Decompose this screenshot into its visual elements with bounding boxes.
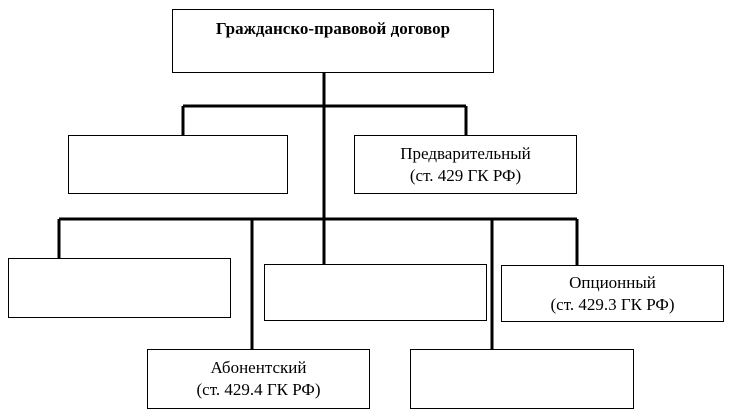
node-label-line1: Абонентский [210, 358, 307, 377]
root-node: Гражданско-правовой договор [172, 9, 494, 73]
node-option: Опционный (ст. 429.3 ГК РФ) [501, 265, 724, 322]
node-preliminary: Предварительный (ст. 429 ГК РФ) [354, 135, 577, 194]
node-label-line2: (ст. 429 ГК РФ) [409, 165, 522, 185]
node-label-line1: Предварительный [400, 143, 531, 163]
node-level2-empty-left [8, 258, 231, 318]
node-subscription: Абонентский (ст. 429.4 ГК РФ) [147, 349, 370, 409]
node-level2-empty-bottom-right [410, 349, 634, 409]
node-label-line2: (ст. 429.4 ГК РФ) [196, 380, 321, 399]
node-label-line1: Опционный [569, 272, 656, 292]
node-level1-empty [68, 135, 288, 194]
node-label-line2: (ст. 429.3 ГК РФ) [550, 294, 675, 314]
node-level2-empty-middle [264, 264, 487, 321]
root-node-label: Гражданско-правовой договор [215, 19, 451, 38]
